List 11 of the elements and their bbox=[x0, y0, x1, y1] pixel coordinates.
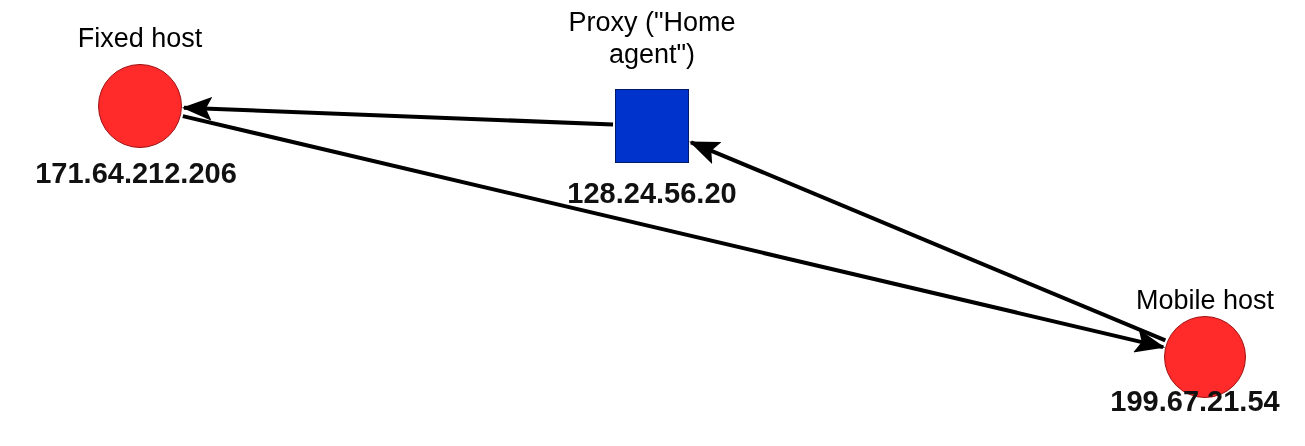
host-circle bbox=[98, 64, 182, 148]
host-title: Proxy ("Home agent") bbox=[567, 6, 737, 70]
proxy-square bbox=[615, 89, 689, 163]
host-title: Fixed host bbox=[76, 22, 204, 54]
arrow bbox=[689, 140, 1167, 343]
arrow bbox=[181, 96, 614, 127]
ip-address: 199.67.21.54 bbox=[1110, 384, 1280, 418]
host-title: Mobile host bbox=[1134, 284, 1276, 316]
arrow bbox=[182, 114, 1166, 353]
ip-address: 128.24.56.20 bbox=[567, 176, 737, 210]
ip-address: 171.64.212.206 bbox=[35, 156, 237, 190]
